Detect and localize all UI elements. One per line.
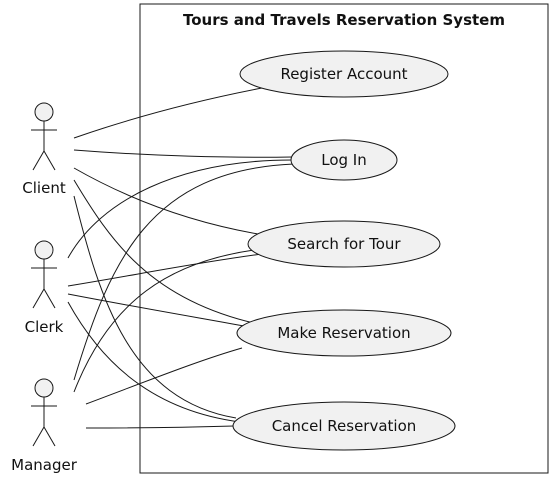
system-boundary: Tours and Travels Reservation System [139,3,549,474]
association-clerk-cancel [67,301,241,423]
association-manager-login [73,163,295,381]
use-case-reserve-ellipse [236,309,452,357]
use-case-login-ellipse [290,139,398,181]
use-case-register[interactable]: Register Account [239,50,449,98]
association-clerk-search [67,253,263,287]
use-case-login-label: Log In [321,151,367,169]
actor-clerk-label: Clerk [25,318,64,336]
system-title: Tours and Travels Reservation System [183,11,505,29]
use-case-search-label: Search for Tour [287,235,401,253]
client-stick-figure-icon [31,102,57,171]
association-manager-search [73,249,255,393]
actor-client[interactable]: Client [22,102,66,197]
clerk-stick-figure-icon [31,240,57,309]
use-case-search-ellipse [247,220,441,268]
use-case-cancel-ellipse [232,401,456,451]
use-case-reserve[interactable]: Make Reservation [236,309,452,357]
association-client-search [73,167,259,235]
association-client-reserve [73,179,259,325]
use-case-register-label: Register Account [280,65,407,83]
association-clerk-login [67,159,293,259]
association-client-cancel [73,195,237,419]
association-client-login [73,149,293,158]
actor-manager[interactable]: Manager [11,378,78,474]
association-clerk-reserve [67,293,245,327]
use-case-reserve-label: Make Reservation [277,324,410,342]
actor-manager-label: Manager [11,456,78,474]
use-case-cancel-label: Cancel Reservation [272,417,417,435]
use-case-search[interactable]: Search for Tour [247,220,441,268]
use-case-login[interactable]: Log In [290,139,398,181]
use-case-cancel[interactable]: Cancel Reservation [232,401,456,451]
system-boundary-box [139,3,549,474]
use-case-register-ellipse [239,50,449,98]
manager-stick-figure-icon [31,378,57,447]
association-client-register [73,87,263,139]
association-manager-cancel [85,425,235,429]
actor-client-label: Client [22,179,66,197]
association-manager-reserve [85,347,243,405]
associations [67,87,295,429]
actor-clerk[interactable]: Clerk [25,240,64,336]
